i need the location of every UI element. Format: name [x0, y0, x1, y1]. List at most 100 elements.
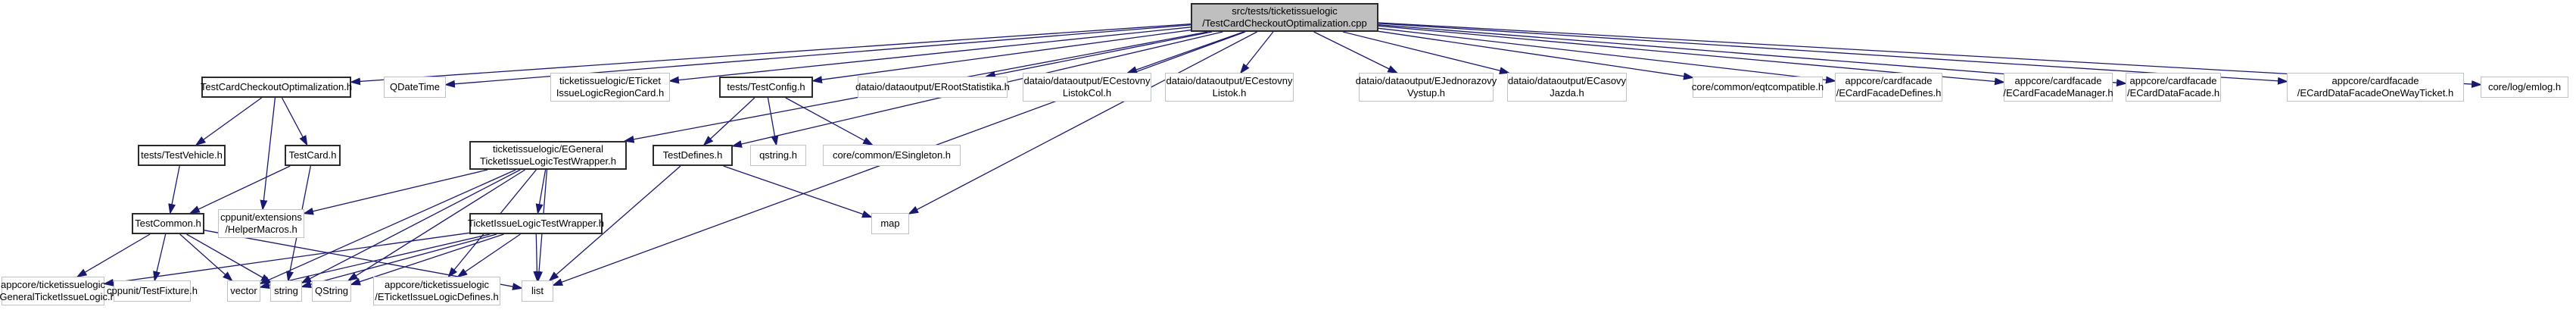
node-label: TicketIssueLogicTestWrapper.h	[468, 218, 604, 229]
graph-node-esingleton: core/common/ESingleton.h	[823, 145, 961, 166]
graph-node-facadedefines: appcore/cardfacade/ECardFacadeDefines.h	[1835, 73, 1942, 102]
include-edge-testconfig-to-esingleton	[785, 97, 874, 146]
include-edge-root-to-ecestovnylistok	[1239, 31, 1274, 74]
graph-node-testvehicle[interactable]: tests/TestVehicle.h	[138, 145, 226, 166]
include-edge-root-to-map-node	[908, 31, 1257, 214]
include-edge-testconfig-to-testdefines	[702, 97, 755, 146]
graph-node-helpermacros: cppunit/extensions/HelperMacros.h	[218, 209, 304, 238]
node-label: core/common/ESingleton.h	[832, 149, 952, 161]
include-edge-testcommon-to-vector-node	[179, 233, 233, 282]
include-edge-ticketwrapper-to-elogicdefines	[456, 233, 521, 278]
graph-node-testcommon[interactable]: TestCommon.h	[132, 213, 204, 234]
graph-node-vector-node: vector	[227, 280, 260, 302]
graph-node-facademanager: appcore/cardfacade/ECardFacadeManager.h	[2003, 73, 2113, 102]
include-edge-testcommon-to-egenerallogic	[76, 233, 151, 278]
node-label: appcore/ticketissuelogic	[0, 279, 106, 290]
include-edge-ticketwrapper-to-vector-node	[259, 233, 491, 290]
node-label: ticketissuelogic/ETicket	[559, 75, 661, 86]
node-label: core/log/emlog.h	[2487, 81, 2562, 92]
node-label: tests/TestVehicle.h	[141, 149, 223, 161]
graph-node-root: src/tests/ticketissuelogic/TestCardCheck…	[1191, 3, 1378, 32]
node-label: dataio/dataoutput/ECestovny	[1166, 75, 1293, 86]
node-label: IssueLogicRegionCard.h	[556, 87, 665, 99]
node-label: TestDefines.h	[662, 149, 723, 161]
node-label: /TestCardCheckoutOptimalization.cpp	[1202, 17, 1367, 29]
include-edge-root-to-ecasovy	[1342, 31, 1510, 74]
include-edge-egeneralwrapper-to-vector-node	[259, 169, 516, 285]
graph-node-emlog: core/log/emlog.h	[2481, 77, 2568, 98]
graph-node-erootstat: dataio/dataoutput/ERootStatistika.h	[855, 77, 1010, 98]
graph-node-testconfig[interactable]: tests/TestConfig.h	[719, 77, 813, 98]
include-edge-ticketwrapper-to-egenerallogic	[103, 232, 470, 287]
node-label: appcore/cardfacade	[1845, 75, 1933, 86]
include-edge-main-h-to-testcard	[281, 97, 308, 146]
graph-node-egenerallogic: appcore/ticketissuelogic/EGeneralTicketI…	[0, 277, 116, 305]
node-label: cppunit/extensions	[220, 211, 302, 223]
include-edge-root-to-facadedefines	[1378, 27, 1836, 84]
include-edge-root-to-ejednorazovy	[1313, 31, 1399, 74]
node-label: ticketissuelogic/EGeneral	[493, 143, 603, 155]
include-edge-root-to-eqtcompat	[1378, 30, 1694, 80]
node-label: QDateTime	[390, 81, 440, 92]
node-label: TestCardCheckoutOptimalization.h	[200, 81, 353, 92]
graph-node-testcard[interactable]: TestCard.h	[285, 145, 341, 166]
node-label: src/tests/ticketissuelogic	[1232, 5, 1338, 17]
graph-node-string-node: string	[270, 280, 302, 302]
include-edge-testcommon-to-testfixture	[153, 233, 167, 282]
node-label: /ETicketIssueLogicDefines.h	[375, 291, 499, 302]
graph-node-datafacadeoneway: appcore/cardfacade/ECardDataFacadeOneWay…	[2287, 73, 2464, 102]
node-label: dataio/dataoutput/ECasovy	[1507, 75, 1627, 86]
include-edge-root-to-regioncard	[668, 27, 1191, 84]
node-label: Jazda.h	[1550, 87, 1584, 99]
node-label: dataio/dataoutput/ECestovny	[1023, 75, 1151, 86]
include-edge-testcard-to-testcommon	[188, 165, 291, 214]
node-label: cppunit/TestFixture.h	[107, 285, 198, 296]
graph-node-testdefines[interactable]: TestDefines.h	[653, 145, 733, 166]
node-label: QString	[314, 285, 349, 296]
node-label: TestCard.h	[288, 149, 337, 161]
node-label: tests/TestConfig.h	[727, 81, 805, 92]
include-edge-ticketwrapper-to-qstring-q	[350, 233, 504, 286]
graph-node-list-node: list	[522, 280, 553, 302]
graph-node-eqtcompat: core/common/eqtcompatible.h	[1691, 77, 1824, 98]
include-edge-egeneralwrapper-to-string-node	[301, 169, 521, 284]
include-edge-ticketwrapper-to-string-node	[301, 233, 497, 289]
node-label: /HelperMacros.h	[225, 224, 297, 235]
node-label: Listok.h	[1212, 87, 1247, 99]
graph-node-main-h[interactable]: TestCardCheckoutOptimalization.h	[200, 77, 353, 98]
node-label: dataio/dataoutput/EJednorazovy	[1355, 75, 1497, 86]
graph-node-testfixture: cppunit/TestFixture.h	[107, 280, 198, 302]
node-label: appcore/ticketissuelogic	[384, 279, 490, 290]
node-label: /ECardFacadeManager.h	[2003, 87, 2113, 99]
node-label: appcore/cardfacade	[2129, 75, 2217, 86]
include-edge-egeneralwrapper-to-ticketwrapper	[535, 169, 547, 214]
node-label: Vystup.h	[1406, 87, 1446, 99]
node-label: appcore/cardfacade	[2331, 75, 2419, 86]
include-edge-testconfig-to-qstring-h	[767, 97, 779, 146]
node-label: ListokCol.h	[1062, 87, 1112, 99]
node-label: core/common/eqtcompatible.h	[1691, 81, 1824, 92]
node-label: /ECardDataFacade.h	[2126, 87, 2220, 99]
graph-node-ticketwrapper[interactable]: TicketIssueLogicTestWrapper.h	[468, 213, 604, 234]
node-label: /ECardDataFacadeOneWayTicket.h	[2297, 87, 2454, 99]
include-edge-main-h-to-helpermacros	[260, 97, 276, 211]
graph-node-qstring-h: qstring.h	[750, 145, 806, 166]
graph-node-qdatetime: QDateTime	[384, 77, 446, 98]
graph-node-qstring-q: QString	[312, 280, 351, 302]
include-edge-root-to-datafacade	[1378, 24, 2127, 87]
include-edge-testdefines-to-list-node	[548, 165, 681, 282]
node-label: map	[880, 218, 900, 229]
node-label: appcore/cardfacade	[2014, 75, 2102, 86]
include-edge-root-to-erootstat	[984, 31, 1213, 79]
graph-node-elogicdefines: appcore/ticketissuelogic/ETicketIssueLog…	[373, 277, 500, 305]
node-label: /ECardFacadeDefines.h	[1836, 87, 1942, 99]
include-edge-main-h-to-testvehicle	[195, 97, 262, 146]
node-label: list	[531, 285, 544, 296]
node-label: vector	[230, 285, 257, 296]
